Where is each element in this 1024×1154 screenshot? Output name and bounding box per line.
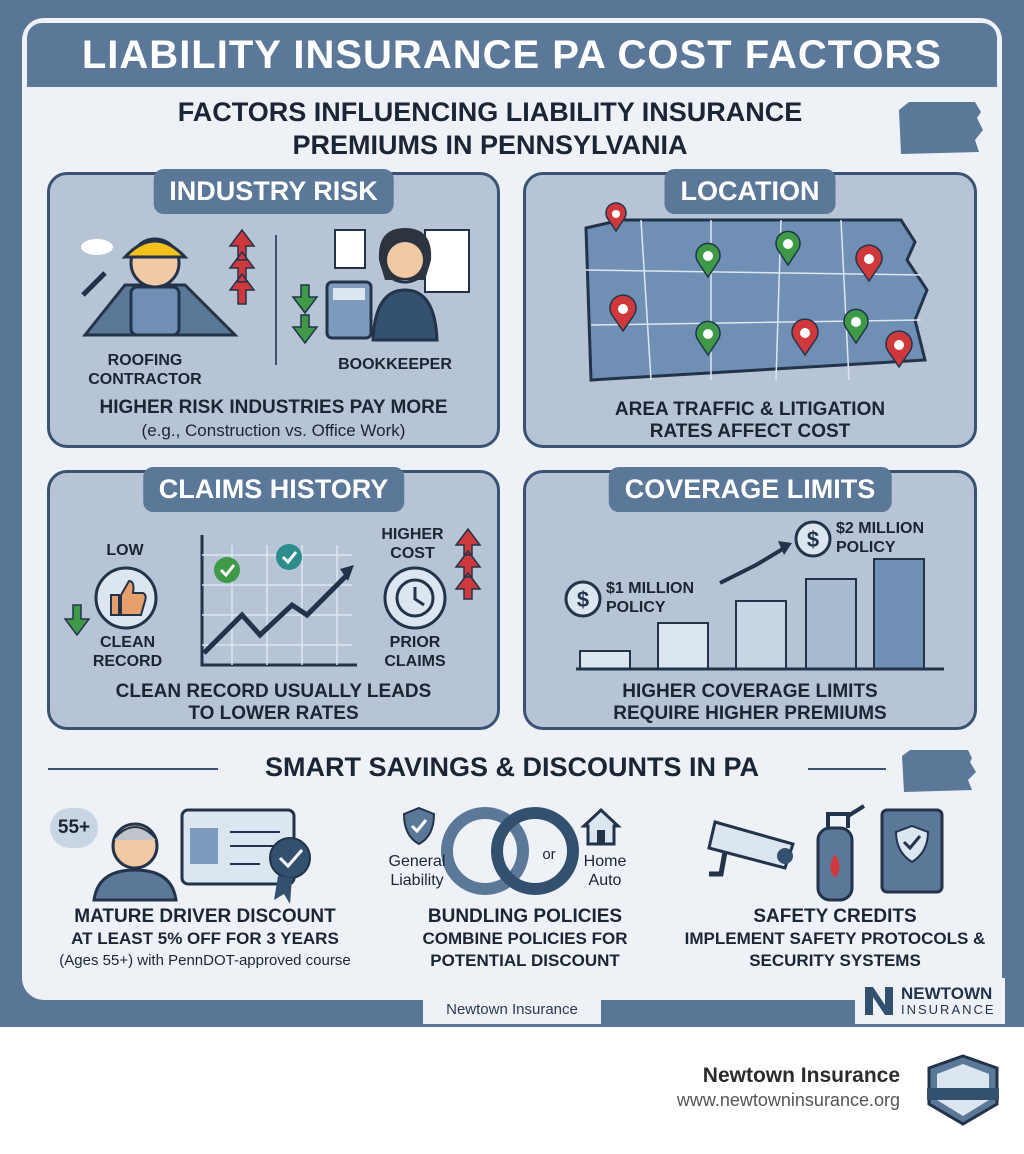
footer-company-name: Newtown Insurance — [702, 1064, 900, 1087]
divider — [275, 235, 277, 365]
pa-map — [584, 218, 929, 382]
page-title: LIABILITY INSURANCE PA COST FACTORS — [81, 32, 943, 77]
map-pin-icon — [885, 330, 913, 369]
higher-cost-label: HIGHER COST — [381, 526, 444, 562]
bundling-heading: BUNDLING POLICIES — [427, 906, 623, 927]
panel-coverage-limits: COVERAGE LIMITS $ $1 MILLION POLICY $ $2… — [523, 467, 977, 730]
home-auto-label: Home Auto — [583, 853, 627, 889]
general-liability-label: General Liability — [388, 853, 446, 889]
roofer-icon — [81, 237, 239, 337]
source-label: Newtown Insurance — [423, 994, 601, 1024]
pa-state-icon — [899, 102, 983, 154]
coverage-bar-chart — [576, 558, 944, 671]
rising-line-chart — [200, 535, 357, 667]
panel-location: LOCATION AREA TRAFFIC & LITIGATION RATES… — [523, 169, 977, 448]
svg-text:$: $ — [577, 587, 589, 612]
dollar-icon: $ — [794, 520, 832, 558]
shield-icon — [402, 806, 436, 846]
pa-state-icon — [902, 750, 976, 792]
newtown-logo: NEWTOWN INSURANCE — [855, 978, 1005, 1024]
logo-line2: INSURANCE — [901, 1002, 996, 1017]
map-pin-icon — [843, 308, 869, 345]
low-label: LOW — [106, 542, 144, 559]
arrow-down-icon — [291, 284, 319, 345]
safety-manual-icon — [880, 808, 944, 894]
two-million-label: $2 MILLION POLICY — [836, 520, 925, 556]
or-label: or — [537, 845, 561, 864]
divider-right — [808, 768, 886, 770]
trend-arrow-icon — [719, 541, 792, 585]
panel-title: INDUSTRY RISK — [153, 169, 394, 214]
age-badge: 55+ — [50, 808, 98, 848]
mature-heading: MATURE DRIVER DISCOUNT — [74, 906, 336, 927]
dollar-icon: $ — [564, 580, 602, 618]
mature-line1: AT LEAST 5% OFF FOR 3 YEARS — [71, 929, 339, 948]
panel-title: LOCATION — [664, 169, 836, 214]
map-pin-icon — [695, 320, 721, 357]
clean-record-label: CLEAN RECORD — [92, 634, 163, 670]
thumbs-up-icon — [94, 566, 158, 630]
map-pin-icon — [609, 294, 637, 333]
subtitle: FACTORS INFLUENCING LIABILITY INSURANCE … — [177, 97, 803, 160]
map-pin-icon — [855, 244, 883, 283]
linked-rings-icon — [441, 807, 579, 895]
map-pin-icon — [605, 202, 627, 233]
mature-line2: (Ages 55+) with PennDOT-approved course — [59, 952, 351, 969]
claims-caption: CLEAN RECORD USUALLY LEADS TO LOWER RATE… — [115, 681, 432, 724]
map-pin-icon — [791, 318, 819, 357]
industry-caption-small: (e.g., Construction vs. Office Work) — [141, 421, 406, 440]
license-card-icon — [180, 808, 311, 904]
footer-website-link[interactable]: www.newtowninsurance.org — [676, 1090, 900, 1110]
divider-left — [48, 768, 218, 770]
logo-mark-icon — [865, 987, 893, 1015]
map-pin-icon — [775, 230, 801, 267]
security-camera-icon — [707, 820, 795, 877]
safety-text: SAFETY CREDITS IMPLEMENT SAFETY PROTOCOL… — [670, 906, 1000, 972]
insurance-badge-icon — [927, 1054, 999, 1126]
history-clock-icon — [383, 566, 447, 630]
coverage-caption: HIGHER COVERAGE LIMITS REQUIRE HIGHER PR… — [613, 681, 887, 724]
bundling-text: BUNDLING POLICIES COMBINE POLICIES FOR P… — [385, 906, 665, 972]
title-bar: LIABILITY INSURANCE PA COST FACTORS — [24, 20, 1000, 90]
roofing-contractor-label: ROOFING CONTRACTOR — [88, 352, 202, 388]
map-pin-icon — [695, 242, 721, 279]
arrow-up-icon — [228, 228, 256, 305]
logo-line1: NEWTOWN — [901, 984, 993, 1003]
savings-title: SMART SAVINGS & DISCOUNTS IN PA — [264, 752, 760, 782]
arrow-up-icon — [454, 527, 482, 600]
safety-line1: IMPLEMENT SAFETY PROTOCOLS & SECURITY SY… — [684, 929, 986, 970]
panel-industry-risk: INDUSTRY RISK ROOFING CONTRACTOR BOOKKEE… — [47, 169, 500, 448]
bookkeeper-icon — [325, 228, 470, 342]
bookkeeper-label: BOOKKEEPER — [338, 356, 452, 373]
senior-driver-icon — [92, 822, 178, 902]
svg-text:$: $ — [807, 527, 819, 552]
fire-extinguisher-icon — [816, 804, 866, 902]
arrow-down-icon — [63, 604, 91, 637]
prior-claims-label: PRIOR CLAIMS — [384, 634, 446, 670]
mature-driver-text: MATURE DRIVER DISCOUNT AT LEAST 5% OFF F… — [30, 906, 380, 972]
panel-claims-history: CLAIMS HISTORY LOW CLEAN RECORD HIGHER C… — [47, 467, 500, 730]
safety-heading: SAFETY CREDITS — [753, 906, 917, 927]
bundling-line1: COMBINE POLICIES FOR POTENTIAL DISCOUNT — [422, 929, 628, 970]
panel-title: COVERAGE LIMITS — [608, 467, 892, 512]
house-icon — [580, 807, 622, 846]
industry-caption: HIGHER RISK INDUSTRIES PAY MORE — [99, 397, 448, 418]
panel-title: CLAIMS HISTORY — [142, 467, 405, 512]
location-caption: AREA TRAFFIC & LITIGATION RATES AFFECT C… — [614, 399, 886, 442]
one-million-label: $1 MILLION POLICY — [606, 580, 695, 616]
